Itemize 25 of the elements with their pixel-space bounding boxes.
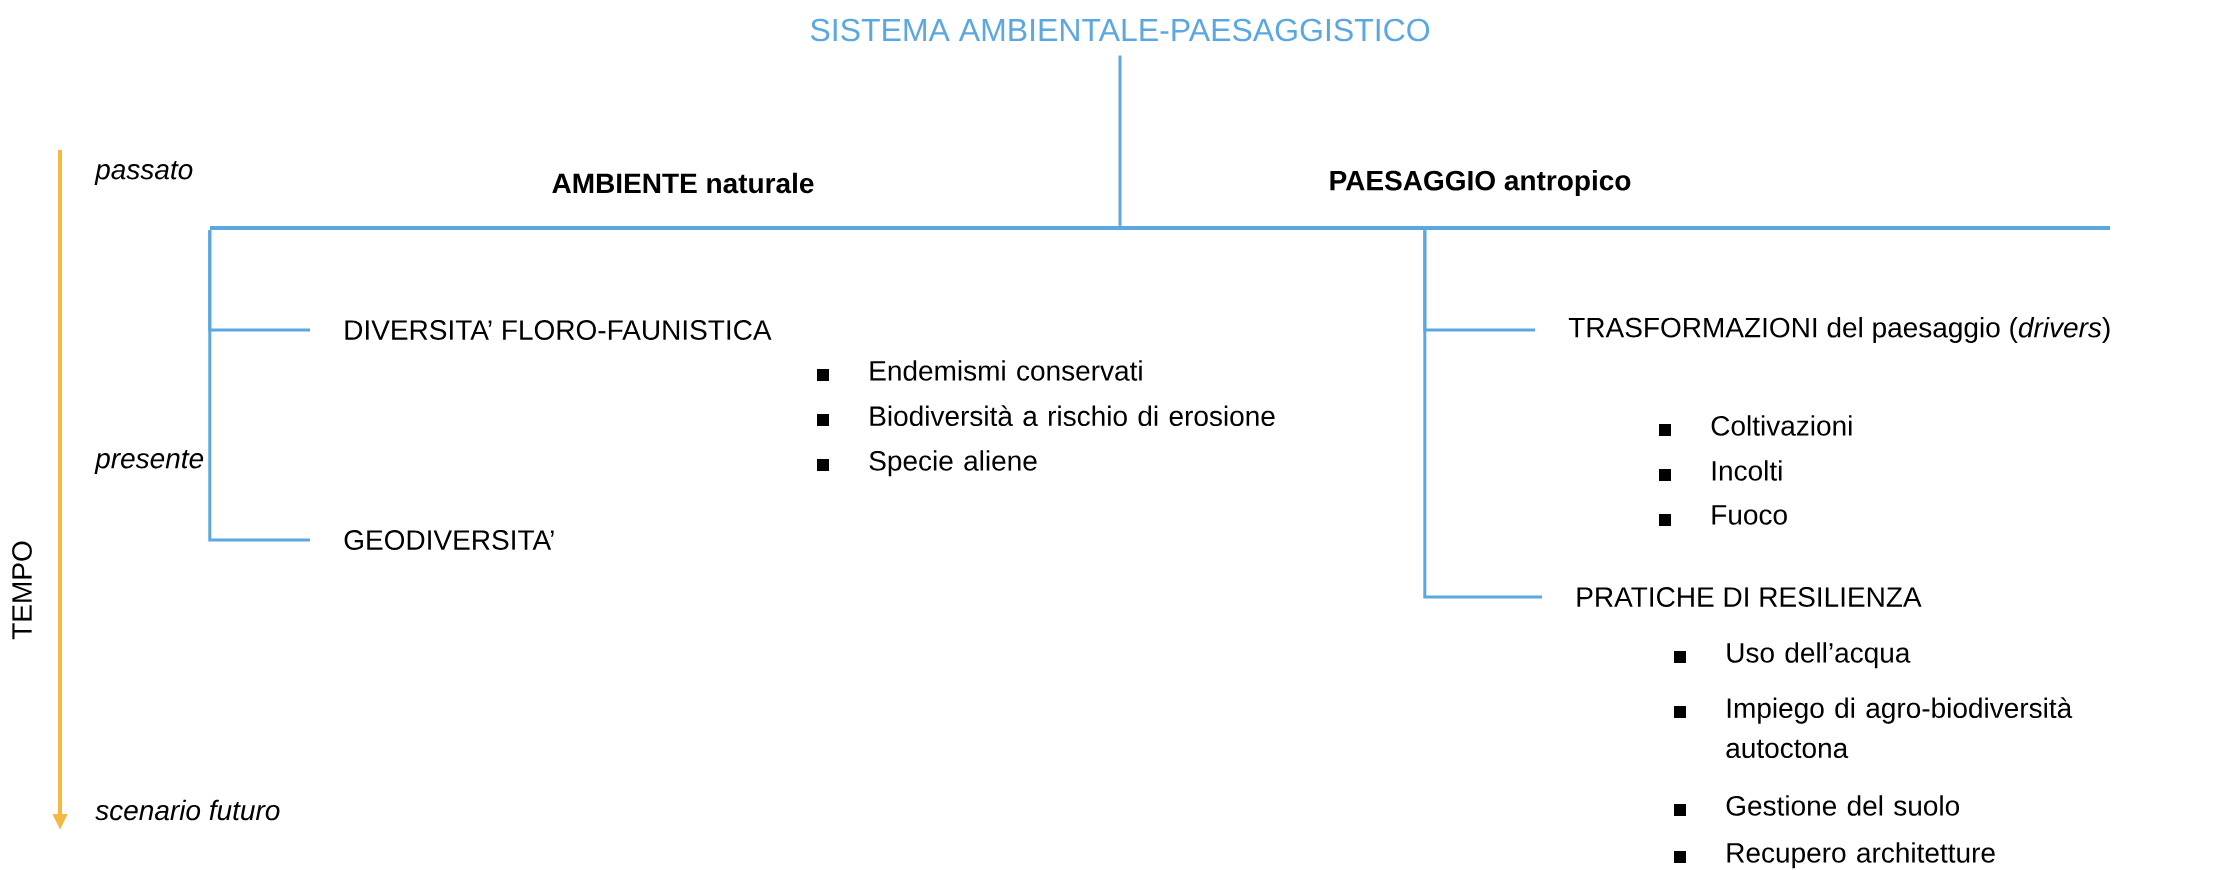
bullet-item: Coltivazioni <box>1659 415 1852 436</box>
title: SISTEMA AMBIENTALE-PAESAGGISTICO <box>810 18 1430 42</box>
bullet-item: Impiego di agro-biodiversità autoctona <box>1674 697 2073 759</box>
bullet-item: Biodiversità a rischio di erosione <box>817 405 1275 427</box>
time-label: passato <box>94 161 193 185</box>
branch-heading: TRASFORMAZIONI del paesaggio (drivers) <box>1568 316 2110 344</box>
branch-heading: GEODIVERSITA’ <box>344 530 554 550</box>
bullet-item: Fuoco <box>1659 505 1787 526</box>
connector-line <box>1118 55 1122 226</box>
time-label: presente <box>94 450 204 474</box>
bullet-item: Incolti <box>1659 460 1782 481</box>
connector-line <box>208 230 310 542</box>
bullet-item: Specie aliene <box>817 450 1037 477</box>
bullet-item: Gestione del suolo <box>1674 795 1960 816</box>
bullet-item: Endemismi conservati <box>817 360 1142 381</box>
connector-line <box>1423 230 1542 599</box>
branch-heading: PRATICHE DI RESILIENZA <box>1577 587 1922 607</box>
section-heading: PAESAGGIO antropico <box>1330 169 1631 197</box>
axis-label: TEMPO <box>12 541 32 640</box>
horizontal-bar <box>210 226 2111 230</box>
branch-heading: DIVERSITA’ FLORO-FAUNISTICA <box>345 320 772 340</box>
section-heading: AMBIENTE naturale <box>552 172 814 194</box>
time-label: scenario futuro <box>95 799 280 821</box>
bullet-item: Uso dell’acqua <box>1674 642 1911 669</box>
bullet-item: Recupero architetture <box>1674 842 1995 869</box>
